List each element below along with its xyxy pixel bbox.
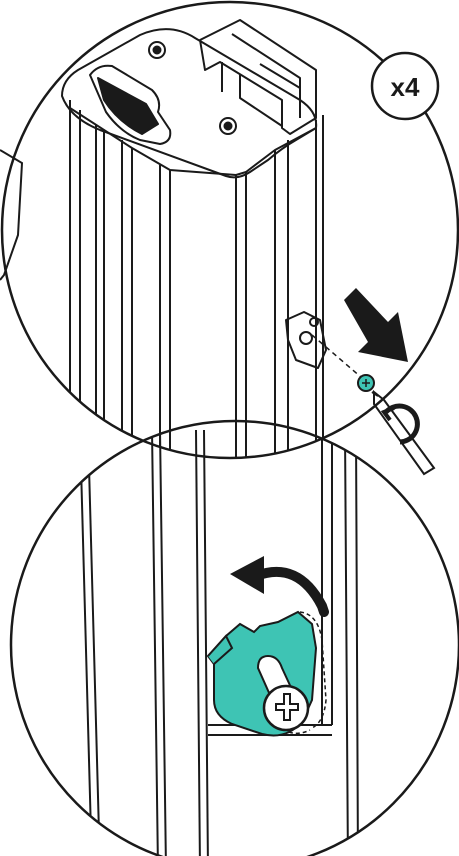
side-bracket (286, 312, 326, 368)
post-end-cap (62, 29, 316, 177)
post-body (70, 100, 323, 470)
arrow-turn-left-icon (230, 556, 324, 612)
quantity-badge: x4 (372, 53, 438, 119)
mounting-bracket (208, 612, 326, 736)
detail-circle-bottom (11, 421, 459, 856)
screw-icon (358, 375, 374, 391)
quantity-label: x4 (391, 72, 420, 102)
arrow-insert-icon (344, 288, 408, 362)
